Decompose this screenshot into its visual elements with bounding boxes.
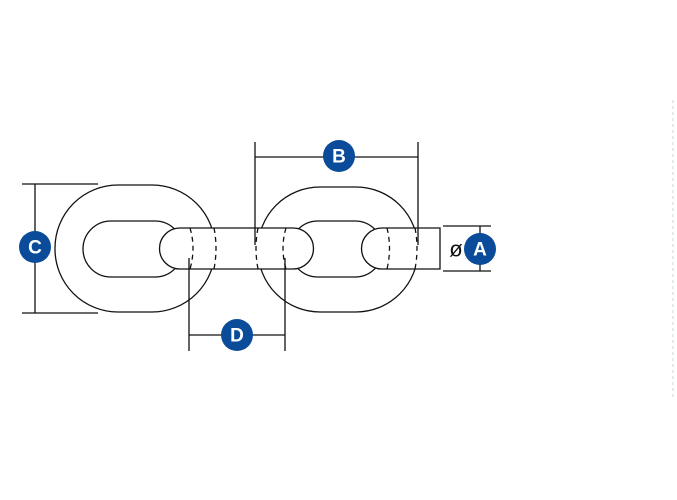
label-c: C	[28, 238, 42, 259]
badge-b	[323, 140, 355, 172]
middle-link-side	[158, 227, 315, 270]
label-d: D	[230, 326, 244, 347]
badge-a	[464, 233, 496, 265]
badge-d	[221, 319, 253, 351]
badge-c	[19, 231, 51, 263]
diameter-symbol: ø	[449, 237, 462, 262]
label-b: B	[332, 147, 346, 168]
end-link-side	[360, 227, 441, 270]
label-a: A	[473, 240, 487, 261]
